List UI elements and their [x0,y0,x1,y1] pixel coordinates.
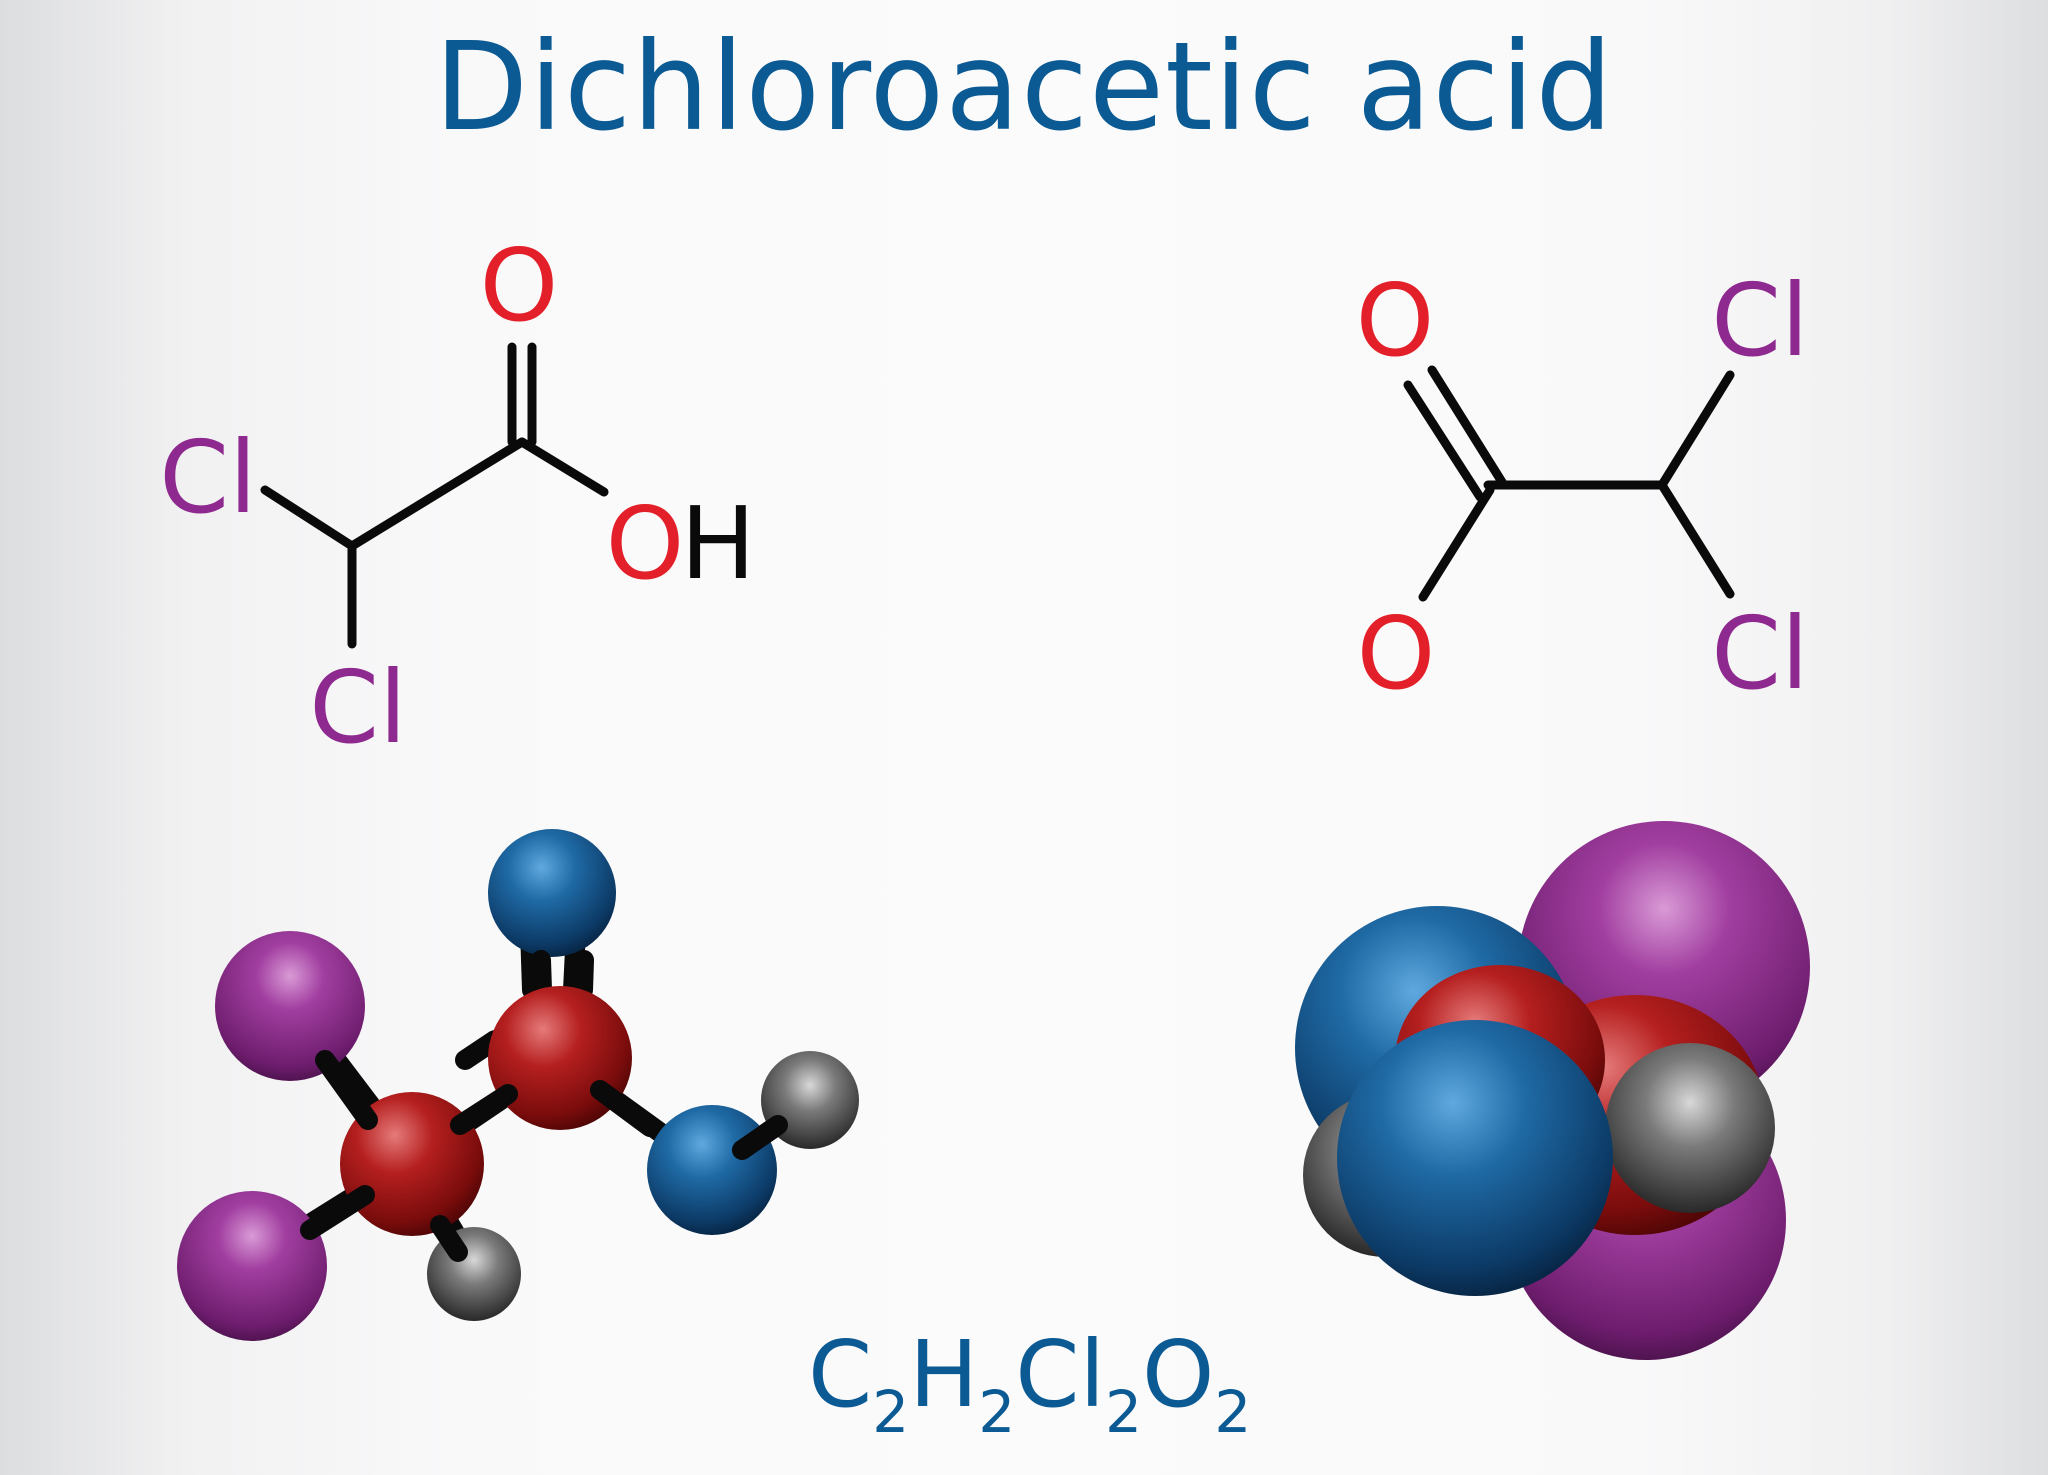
formula-chlorine-count: 2 [1105,1378,1142,1446]
formula-carbon-count: 2 [872,1378,909,1446]
ball-oxygen-hydroxyl [647,1105,777,1235]
label-chlorine-bottom: Cl [309,649,407,766]
skeletal-structure: O Cl Cl O H [159,227,755,766]
page-title: Dichloroacetic acid [434,16,1614,158]
label-oxygen-top: O [480,227,559,344]
skeletal-bonds [260,342,609,649]
sphere-oxygen-front [1337,1020,1613,1296]
label-oxygen-upper: O [1356,262,1435,379]
bond-c2-oh [517,437,609,497]
ball-oxygen-double [488,829,616,957]
molecular-formula: C2H2Cl2O2 [808,1321,1251,1446]
bond-c1-c2 [347,437,527,551]
formula-oxygen-count: 2 [1214,1378,1251,1446]
label-oxygen-lower: O [1357,595,1436,712]
formula-hydrogen: H [909,1321,978,1428]
label-chlorine-lower: Cl [1711,595,1809,712]
label-chlorine-left: Cl [159,419,257,536]
formula-hydrogen-count: 2 [978,1378,1015,1446]
line-formula: O O Cl Cl [1356,262,1809,712]
line-formula-bonds [1403,365,1735,602]
bond-cb-cl-top [1657,370,1735,490]
formula-chlorine: Cl [1015,1321,1105,1428]
ball-chlorine-lower [177,1191,327,1341]
bond-ca-o-single [1418,485,1495,602]
label-hydroxyl-oxygen: O [606,485,685,602]
ball-and-stick-model [177,829,859,1341]
label-hydroxyl-hydrogen: H [680,485,755,602]
formula-carbon: C [808,1321,872,1428]
ball-carbon-1 [340,1092,484,1236]
label-chlorine-upper: Cl [1711,262,1809,379]
ball-chlorine-upper [215,931,365,1081]
space-filling-model [1295,821,1810,1360]
svg-text:C2H2Cl2O2: C2H2Cl2O2 [808,1321,1251,1446]
sphere-hydrogen-right [1605,1043,1775,1213]
bond-ca-o-double-b [1427,365,1507,487]
bond-ca-o-double-a [1403,380,1485,502]
formula-oxygen: O [1142,1321,1214,1428]
bond-c1-cl-left [260,485,357,551]
bond-cb-cl-bottom [1657,480,1735,599]
